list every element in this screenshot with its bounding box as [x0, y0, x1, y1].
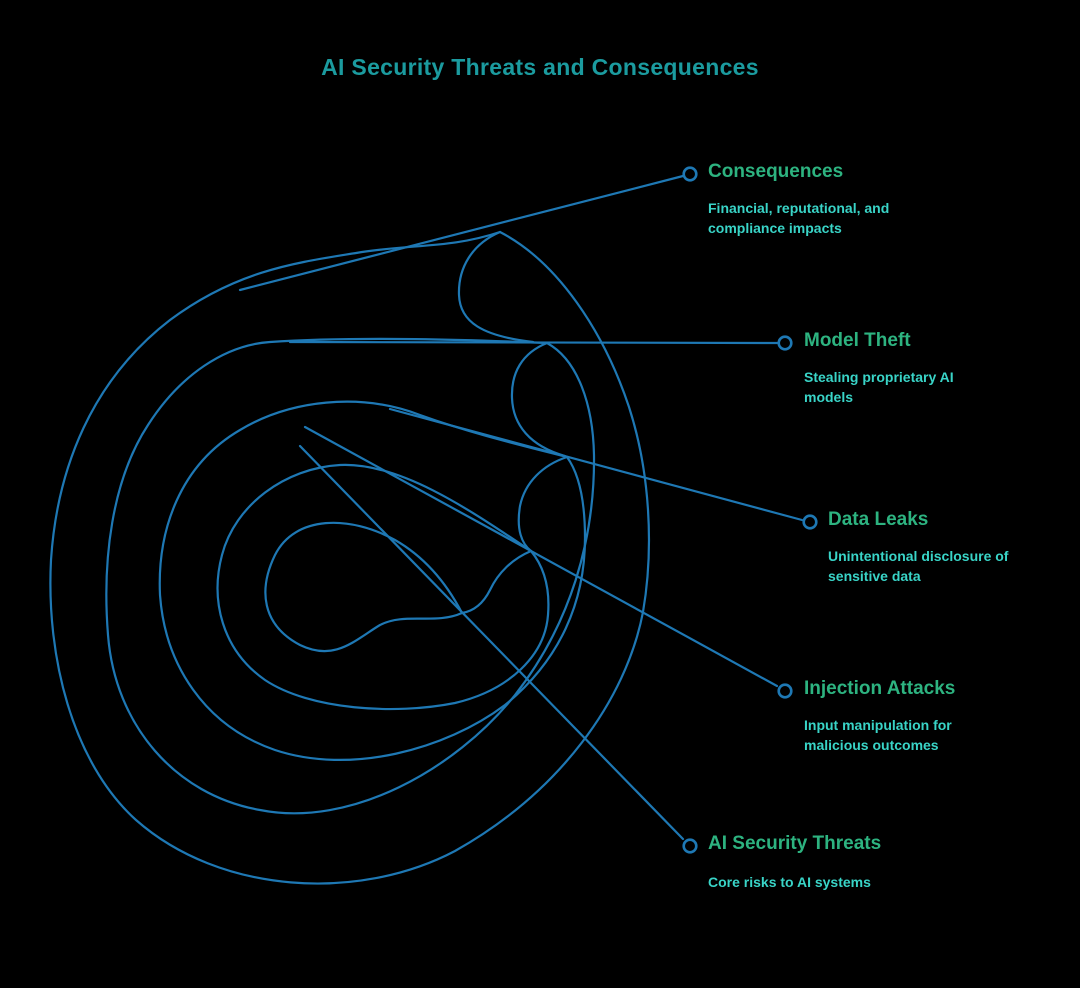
- node-label-consequences: Consequences: [708, 161, 844, 182]
- ring-data-leaks: [158, 400, 587, 761]
- node-desc-injection-attacks: Input manipulation for malicious outcome…: [804, 717, 952, 753]
- node-consequences: Consequences Financial, reputational, an…: [708, 160, 889, 236]
- cusp-hook-data-leaks: [517, 455, 569, 553]
- leader-line-ai-security-threats: [298, 444, 685, 841]
- node-data-leaks: Data Leaks Unintentional disclosure of s…: [828, 508, 1008, 584]
- node-marker-injection-attacks: [777, 683, 793, 699]
- node-marker-model-theft: [777, 335, 793, 351]
- node-marker-consequences: [682, 166, 698, 182]
- node-desc-consequences: Financial, reputational, and compliance …: [708, 200, 890, 236]
- ring-ai-security-threats: [264, 521, 464, 653]
- node-label-injection-attacks: Injection Attacks: [804, 678, 956, 699]
- ring-consequences: [49, 230, 651, 885]
- node-desc-ai-security-threats: Core risks to AI systems: [708, 874, 871, 890]
- node-ai-security-threats: AI Security Threats Core risks to AI sys…: [708, 832, 882, 890]
- leader-line-model-theft: [288, 340, 779, 345]
- node-injection-attacks: Injection Attacks Input manipulation for…: [804, 677, 956, 753]
- node-marker-data-leaks: [802, 514, 818, 530]
- node-model-theft: Model Theft Stealing proprietary AI mode…: [804, 329, 954, 405]
- node-label-data-leaks: Data Leaks: [828, 509, 929, 530]
- node-marker-ai-security-threats: [682, 838, 698, 854]
- cusp-hook-model-theft: [510, 341, 567, 458]
- ring-injection-attacks: [216, 463, 550, 711]
- page-title: AI Security Threats and Consequences: [321, 54, 759, 80]
- leader-line-consequences: [238, 174, 685, 292]
- node-label-ai-security-threats: AI Security Threats: [708, 833, 882, 854]
- leader-line-injection-attacks: [303, 425, 779, 688]
- node-desc-data-leaks: Unintentional disclosure of sensitive da…: [828, 548, 1009, 584]
- node-desc-model-theft: Stealing proprietary AI models: [804, 369, 954, 405]
- cusp-hook-injection-attacks: [460, 549, 533, 615]
- leader-line-data-leaks: [388, 407, 804, 522]
- cusp-hook-consequences: [457, 230, 535, 344]
- node-label-model-theft: Model Theft: [804, 330, 911, 351]
- ring-model-theft: [105, 337, 596, 815]
